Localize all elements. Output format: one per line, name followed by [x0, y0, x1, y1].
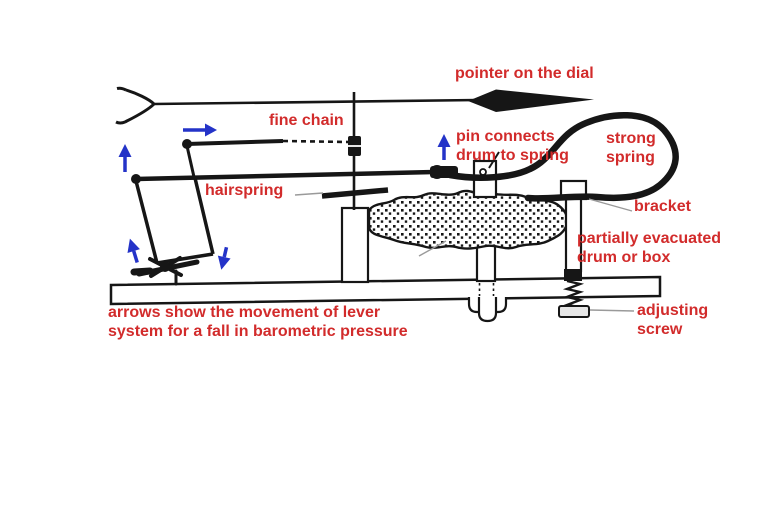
- arrow-down-right-icon: [217, 246, 231, 270]
- fine-chain-line: [282, 139, 350, 144]
- pointer-shaft: [153, 98, 479, 106]
- bottom-link: [156, 252, 214, 265]
- leader-adjusting-screw: [589, 309, 635, 312]
- pivot-dot-upper: [182, 139, 192, 149]
- arrow-up-pin-icon: [437, 134, 451, 160]
- lever-link: [185, 145, 196, 178]
- label-adjusting-screw: adjusting screw: [637, 302, 709, 338]
- pin-wire: [488, 151, 500, 169]
- upper-lever: [186, 139, 284, 146]
- pivot-dot-main: [131, 174, 141, 184]
- label-pin-connects: pin connects drum to spring: [456, 128, 569, 164]
- label-pointer-on-dial: pointer on the dial: [455, 65, 594, 82]
- pivot-assembly: [130, 256, 200, 286]
- label-bracket: bracket: [634, 198, 691, 215]
- right-link: [193, 177, 215, 255]
- leader-hairspring: [294, 192, 324, 196]
- strong-spring-curve: [446, 112, 679, 202]
- label-hairspring: hairspring: [205, 182, 284, 199]
- adjusting-screw-shank: [564, 269, 582, 281]
- support-column: [340, 206, 370, 284]
- adjusting-screw-head: [558, 305, 590, 318]
- pointer-arrowhead: [468, 89, 594, 112]
- label-evacuated-drum: partially evacuated drum or box: [577, 230, 722, 266]
- pointer-tail-fork: [115, 86, 157, 125]
- adjusting-screw-thread: [562, 279, 585, 309]
- label-strong-spring: strong spring: [606, 130, 656, 166]
- pin-clamp-boss: [430, 165, 444, 179]
- leader-drum: [418, 240, 447, 257]
- main-lever: [135, 169, 435, 182]
- arrow-right-icon: [183, 123, 217, 137]
- arrow-up-icon: [118, 144, 132, 172]
- arrow-up-left-icon: [127, 238, 140, 264]
- leader-bracket: [588, 198, 633, 212]
- label-fine-chain: fine chain: [269, 112, 344, 129]
- caption-arrows-note: arrows show the movement of lever system…: [108, 304, 408, 340]
- drum-foot-pin: [477, 297, 498, 323]
- left-link: [134, 180, 159, 264]
